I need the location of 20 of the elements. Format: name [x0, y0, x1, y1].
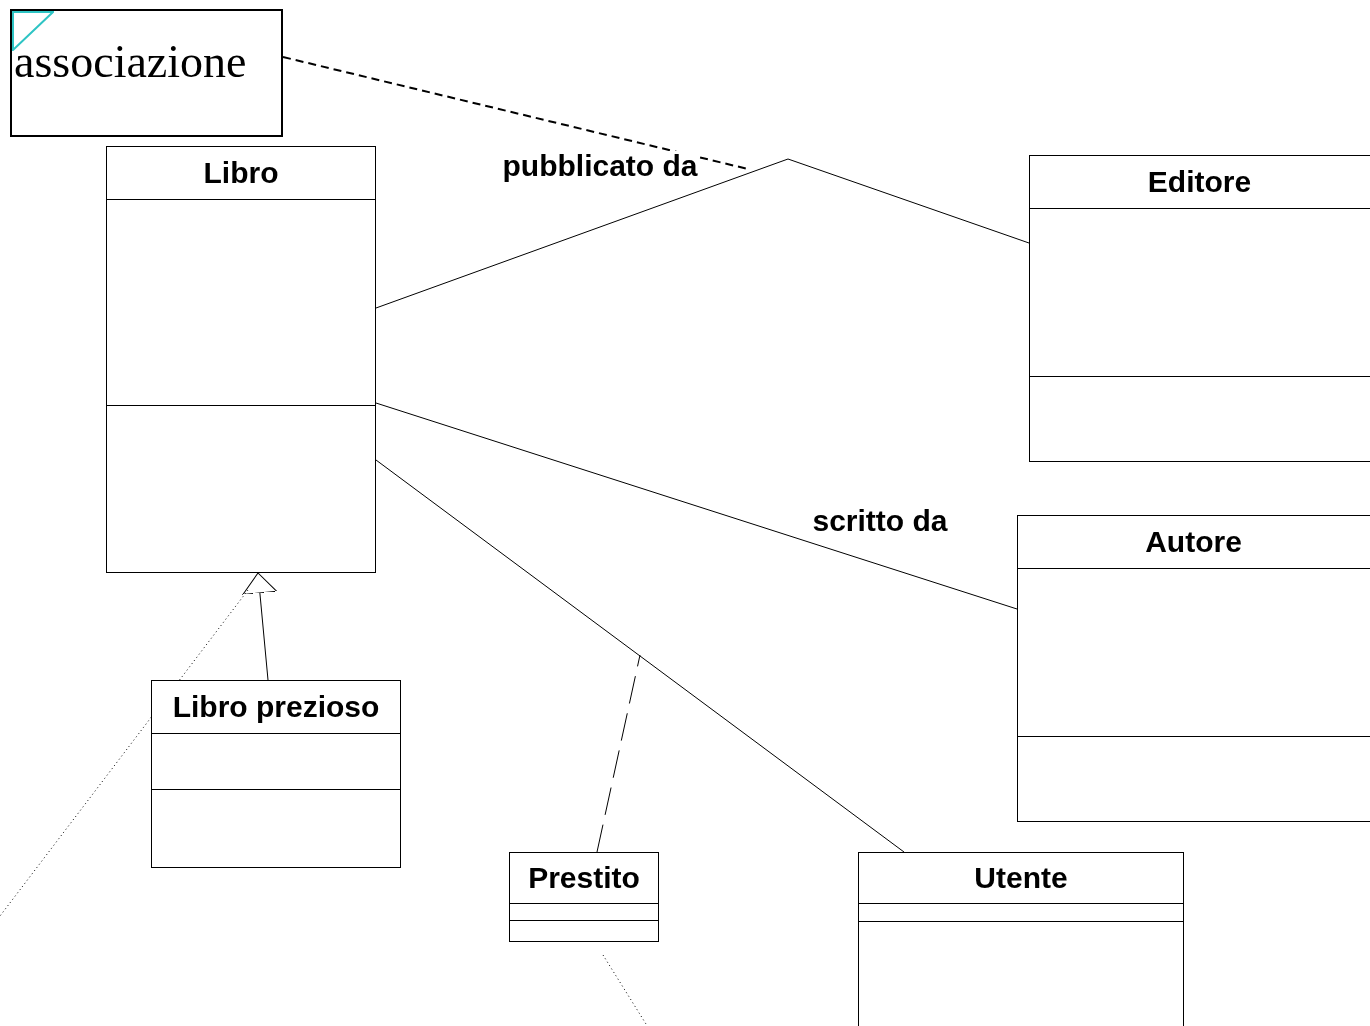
association-line [375, 459, 905, 853]
class-name: Editore [1147, 167, 1252, 197]
association-line [375, 402, 1018, 610]
class-name: Libro prezioso [172, 692, 380, 722]
note-box [10, 9, 283, 137]
class-box [151, 680, 401, 868]
note-text: associazione [14, 39, 247, 85]
dashed-line [596, 654, 641, 853]
dashed-line [282, 56, 749, 170]
class-box [1029, 155, 1370, 462]
class-name: Autore [1145, 527, 1242, 557]
class-box [1017, 515, 1370, 822]
generalization-arrow [242, 572, 278, 681]
class-box [858, 852, 1184, 1026]
class-box [509, 852, 659, 942]
class-name: Prestito [528, 863, 640, 893]
class-name: Utente [974, 863, 1068, 893]
association-line [375, 158, 1030, 309]
class-box [106, 146, 376, 573]
class-name: Libro [203, 158, 279, 188]
